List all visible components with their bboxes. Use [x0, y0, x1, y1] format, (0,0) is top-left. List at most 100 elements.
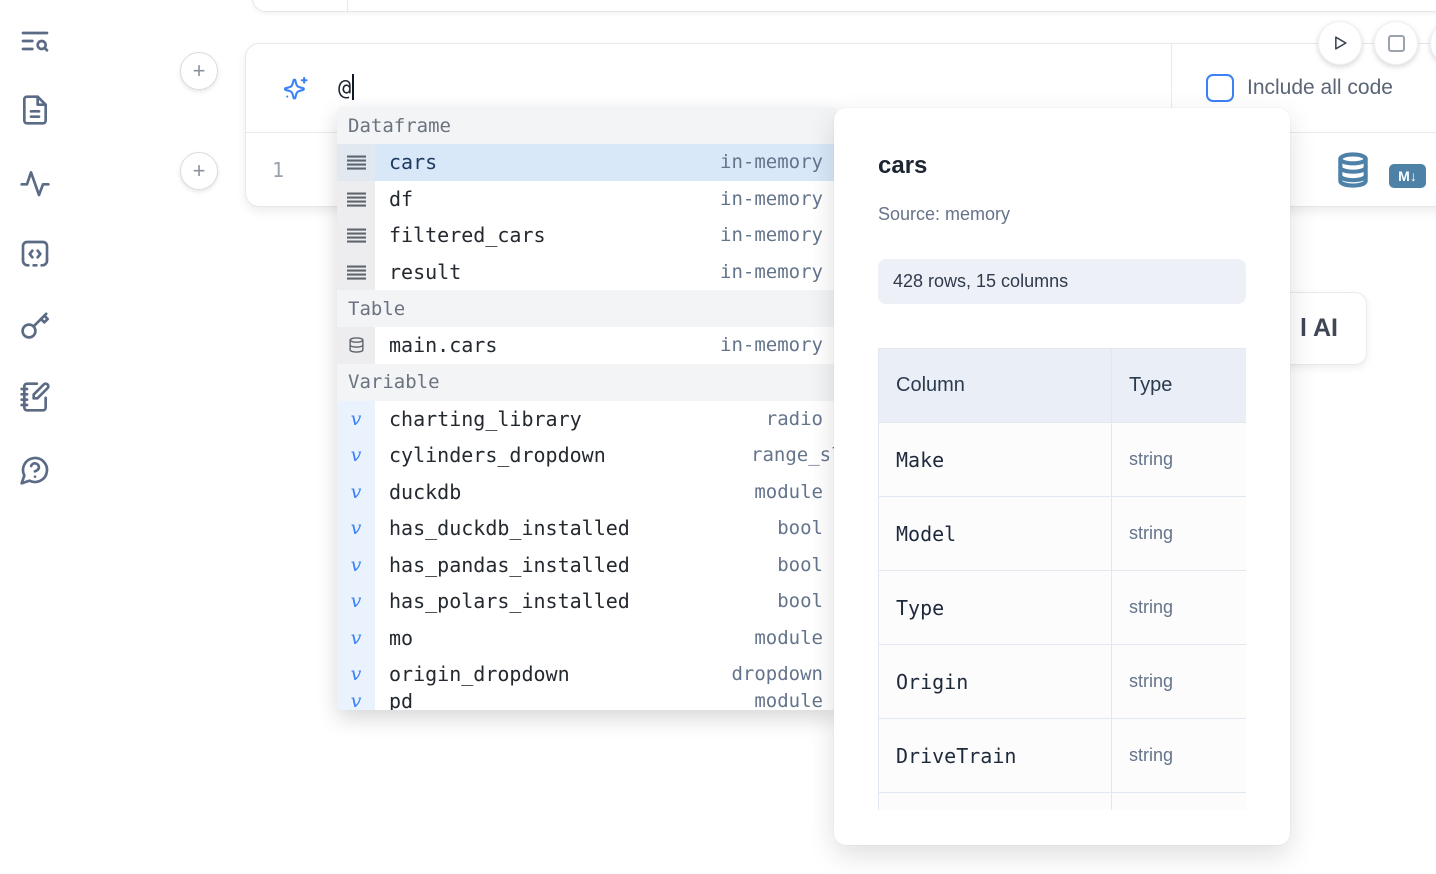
autocomplete-item-gutter: v [337, 619, 375, 656]
autocomplete-item-detail: module [754, 626, 823, 649]
divider [1171, 44, 1172, 132]
sidebar [0, 0, 72, 874]
dataframe-rows-icon [346, 228, 366, 243]
help-chat-icon[interactable] [19, 454, 51, 486]
autocomplete-item-detail: in-memory [720, 260, 823, 283]
schema-col-header: Column [878, 348, 1112, 423]
autocomplete-section-header: Dataframe [337, 107, 837, 144]
notebook-pen-icon[interactable] [19, 381, 51, 413]
include-all-code-checkbox[interactable] [1206, 74, 1234, 102]
markdown-icon[interactable]: M↓ [1389, 164, 1426, 188]
autocomplete-item-name: mo [389, 625, 414, 650]
code-snippets-icon[interactable] [19, 238, 51, 270]
variable-icon: v [350, 553, 362, 576]
variable-icon: v [350, 480, 362, 503]
schema-column-type: string [1111, 718, 1246, 793]
autocomplete-item-gutter [337, 327, 375, 364]
key-icon[interactable] [19, 309, 51, 341]
autocomplete-item[interactable]: v origin_dropdown dropdown [337, 656, 837, 693]
autocomplete-item-name: filtered_cars [389, 223, 546, 248]
autocomplete-item-name: result [389, 259, 462, 284]
file-document-icon[interactable] [19, 94, 51, 126]
autocomplete-item-detail: in-memory [720, 151, 823, 174]
autocomplete-item-gutter: v [337, 656, 375, 693]
text-search-icon[interactable] [19, 25, 51, 57]
code-editor-row[interactable]: 1 M↓ [246, 134, 1436, 207]
divider [347, 0, 348, 13]
preview-shape-badge: 428 rows, 15 columns [878, 259, 1246, 304]
variable-icon: v [350, 692, 362, 710]
schema-column-type: string [1111, 570, 1246, 645]
autocomplete-item-detail: bool [777, 517, 823, 540]
variable-icon: v [350, 590, 362, 613]
autocomplete-item-gutter: v [337, 437, 375, 474]
run-button[interactable] [1318, 21, 1362, 65]
variable-icon: v [350, 663, 362, 686]
schema-column-type: string [1111, 422, 1246, 497]
autocomplete-item-name: charting_library [389, 406, 582, 431]
database-icon [348, 337, 364, 354]
schema-column-name: Type [878, 570, 1112, 645]
stop-button[interactable] [1374, 21, 1418, 65]
autocomplete-item-detail: in-memory [720, 224, 823, 247]
previous-cell-edge [252, 0, 1436, 13]
autocomplete-item[interactable]: filtered_cars in-memory [337, 217, 837, 254]
include-all-code-label: Include all code [1247, 76, 1393, 99]
schema-column-type: string [1111, 496, 1246, 571]
autocomplete-item-gutter: v [337, 583, 375, 620]
autocomplete-item-detail: radio [765, 407, 823, 430]
schema-type-header: Type [1111, 348, 1246, 423]
autocomplete-item[interactable]: v has_polars_installed bool [337, 583, 837, 620]
autocomplete-item-detail: dropdown [731, 663, 823, 686]
include-all-code-toggle[interactable]: Include all code [1206, 74, 1393, 102]
stop-icon [1387, 34, 1405, 52]
autocomplete-item-name: duckdb [389, 479, 462, 504]
add-cell-button-top[interactable]: + [180, 52, 218, 90]
preview-title: cars [878, 152, 928, 179]
text-cursor [352, 74, 355, 100]
schema-column-name: Model [878, 496, 1112, 571]
ai-prompt-input[interactable]: @ [338, 74, 355, 101]
variable-icon: v [350, 444, 362, 467]
autocomplete-item-gutter [337, 144, 375, 181]
autocomplete-item-name: cars [389, 150, 438, 175]
autocomplete-item[interactable]: cars in-memory [337, 144, 837, 181]
autocomplete-item-detail: bool [777, 590, 823, 613]
autocomplete-item[interactable]: result in-memory [337, 253, 837, 290]
autocomplete-item-name: cylinders_dropdown [389, 443, 606, 468]
preview-source: Source: memory [878, 204, 1011, 224]
autocomplete-item-name: origin_dropdown [389, 662, 570, 687]
schema-column-name: DriveTrain [878, 718, 1112, 793]
autocomplete-section-header: Variable [337, 363, 837, 401]
autocomplete-item-gutter: v [337, 546, 375, 583]
autocomplete-section-header: Table [337, 290, 837, 327]
sparkles-icon [282, 75, 310, 103]
dataframe-preview-panel: cars Source: memory 428 rows, 15 columns… [834, 108, 1290, 845]
schema-column-name: Origin [878, 644, 1112, 719]
datasource-database-icon[interactable] [1334, 151, 1372, 189]
add-cell-button-bottom[interactable]: + [180, 152, 218, 190]
line-number: 1 [272, 158, 285, 182]
dataframe-rows-icon [346, 155, 366, 170]
autocomplete-item-name: has_polars_installed [389, 589, 630, 614]
schema-column-name: Make [878, 422, 1112, 497]
activity-icon[interactable] [19, 167, 51, 199]
autocomplete-item-gutter [337, 253, 375, 290]
autocomplete-item-detail: module [754, 692, 823, 710]
schema-column-type: string [1111, 644, 1246, 719]
autocomplete-item-name: has_duckdb_installed [389, 516, 630, 541]
